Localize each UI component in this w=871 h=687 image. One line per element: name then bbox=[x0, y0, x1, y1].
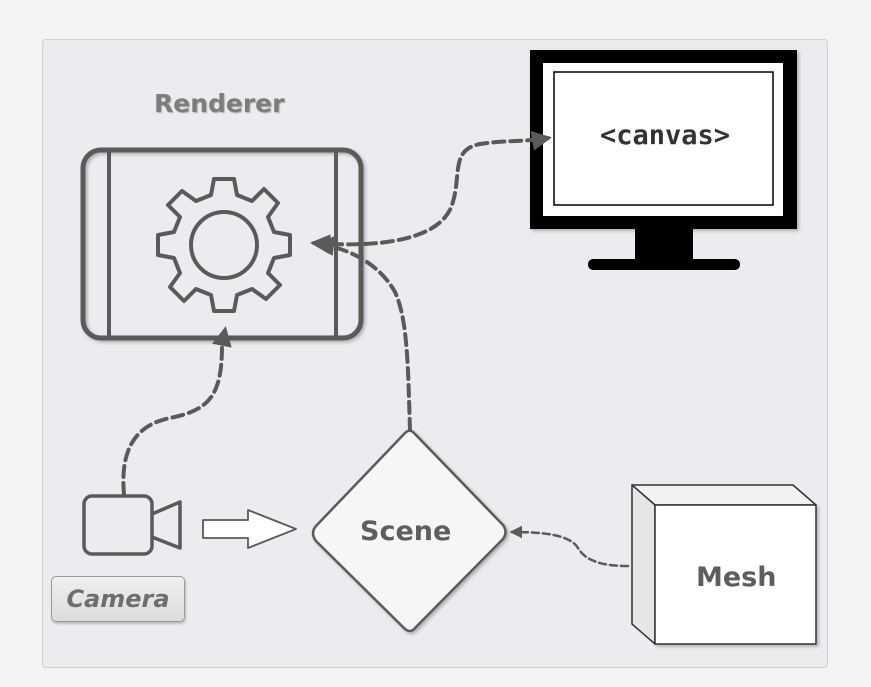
gear-icon bbox=[156, 177, 292, 313]
edge-mesh-scene bbox=[509, 525, 630, 568]
renderer-title: Renderer bbox=[154, 89, 285, 118]
mesh-cube bbox=[631, 484, 817, 645]
monitor-stand bbox=[635, 227, 693, 261]
edge-camera-scene-arrow bbox=[202, 509, 297, 549]
canvas-label: <canvas> bbox=[599, 120, 731, 151]
monitor-screen bbox=[553, 71, 774, 206]
camera-label: Camera bbox=[51, 576, 185, 622]
scene-diamond bbox=[311, 429, 507, 633]
monitor-icon bbox=[530, 50, 797, 270]
edge-camera-renderer bbox=[121, 326, 232, 496]
camera-icon bbox=[82, 494, 182, 556]
monitor-base bbox=[588, 259, 740, 270]
mesh-label: Mesh bbox=[696, 562, 777, 593]
scene-node bbox=[311, 429, 507, 633]
scene-label: Scene bbox=[360, 516, 452, 547]
edge-scene-renderer bbox=[314, 236, 412, 432]
edge-renderer-canvas bbox=[310, 130, 552, 255]
